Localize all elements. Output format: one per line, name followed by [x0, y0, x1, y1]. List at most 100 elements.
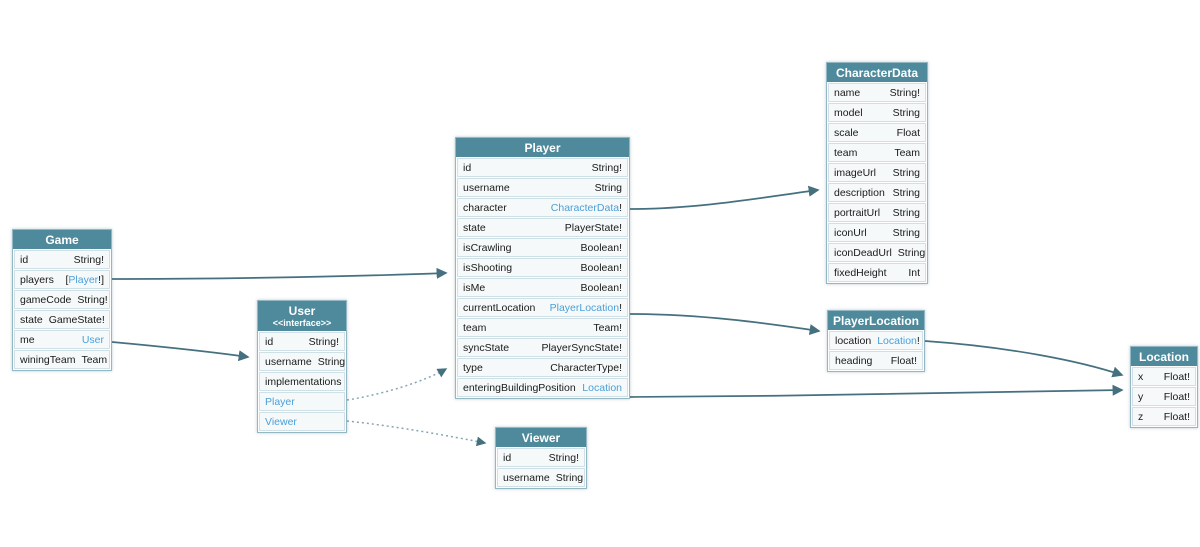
- field-name: winingTeam: [20, 353, 76, 366]
- type-link-Location[interactable]: Location: [582, 381, 622, 394]
- field-type: String: [893, 167, 920, 179]
- edge-User.Viewer-to-Viewer: [346, 420, 487, 447]
- field-name: portraitUrl: [834, 206, 881, 219]
- type-text: String: [897, 246, 926, 259]
- field-type: Float!: [1164, 411, 1190, 423]
- type-text: String: [892, 166, 920, 179]
- type-text: Boolean!: [580, 261, 622, 274]
- field-type: Float!: [1164, 371, 1190, 383]
- field-row-characterdata-name[interactable]: name String!: [828, 83, 926, 103]
- field-row-player-enteringBuildingPosition[interactable]: enteringBuildingPosition Location: [457, 378, 628, 398]
- field-type: String!: [890, 87, 920, 99]
- type-link-Player[interactable]: Player: [68, 273, 99, 286]
- type-text: Team: [81, 353, 108, 366]
- table-header-user[interactable]: User<<interface>>: [258, 301, 346, 332]
- type-link-PlayerLocation[interactable]: PlayerLocation: [549, 301, 620, 314]
- type-text: String: [317, 355, 346, 368]
- field-row-playerlocation-heading[interactable]: heading Float!: [829, 351, 923, 371]
- table-header-viewer[interactable]: Viewer: [496, 428, 586, 448]
- field-type: String: [318, 356, 345, 368]
- type-link-Location[interactable]: Location: [877, 334, 917, 347]
- table-header-characterdata[interactable]: CharacterData: [827, 63, 927, 83]
- field-row-location-z[interactable]: z Float!: [1132, 407, 1196, 427]
- type-text: [: [65, 273, 69, 286]
- table-header-game[interactable]: Game: [13, 230, 111, 250]
- field-name: id: [463, 161, 472, 174]
- field-type: String: [893, 207, 920, 219]
- field-name: enteringBuildingPosition: [463, 381, 576, 394]
- field-name: heading: [835, 354, 873, 367]
- table-subtitle: <<interface>>: [272, 318, 332, 329]
- table-title: PlayerLocation: [832, 314, 920, 328]
- table-header-playerlocation[interactable]: PlayerLocation: [828, 311, 924, 331]
- field-row-game-winingTeam[interactable]: winingTeam Team: [14, 350, 110, 370]
- field-name: iconUrl: [834, 226, 867, 239]
- field-row-game-id[interactable]: id String!: [14, 250, 110, 270]
- table-header-location[interactable]: Location: [1131, 347, 1197, 367]
- type-text: String!: [77, 293, 108, 306]
- type-link-CharacterData[interactable]: CharacterData: [550, 201, 620, 214]
- field-name: id: [20, 253, 29, 266]
- table-title: Viewer: [521, 431, 561, 445]
- type-link-User[interactable]: User: [81, 333, 104, 346]
- field-type: Location!: [877, 335, 920, 347]
- field-row-game-players[interactable]: players[Player!]: [14, 270, 110, 290]
- type-text: Float: [896, 126, 920, 139]
- table-title: User: [288, 304, 316, 318]
- type-text: !]: [98, 273, 104, 286]
- edge-Player.currentLocation-to-PlayerLocation: [629, 313, 821, 336]
- field-type: String!: [74, 254, 104, 266]
- field-name: name: [834, 86, 861, 99]
- field-name: z: [1138, 410, 1144, 423]
- field-row-characterdata-iconDeadUrl[interactable]: iconDeadUrl String: [828, 243, 926, 263]
- field-type: Team: [81, 354, 107, 366]
- field-name: iconDeadUrl: [834, 246, 892, 259]
- field-row-characterdata-portraitUrl[interactable]: portraitUrl String: [828, 203, 926, 223]
- field-type: Boolean!: [581, 262, 622, 274]
- implementation-link-Player[interactable]: Player: [259, 392, 345, 412]
- implementation-link-Viewer[interactable]: Viewer: [259, 412, 345, 432]
- field-type: GameState!: [49, 314, 105, 326]
- field-type: Float!: [891, 355, 917, 367]
- type-text: !: [619, 201, 622, 214]
- table-header-player[interactable]: Player: [456, 138, 629, 158]
